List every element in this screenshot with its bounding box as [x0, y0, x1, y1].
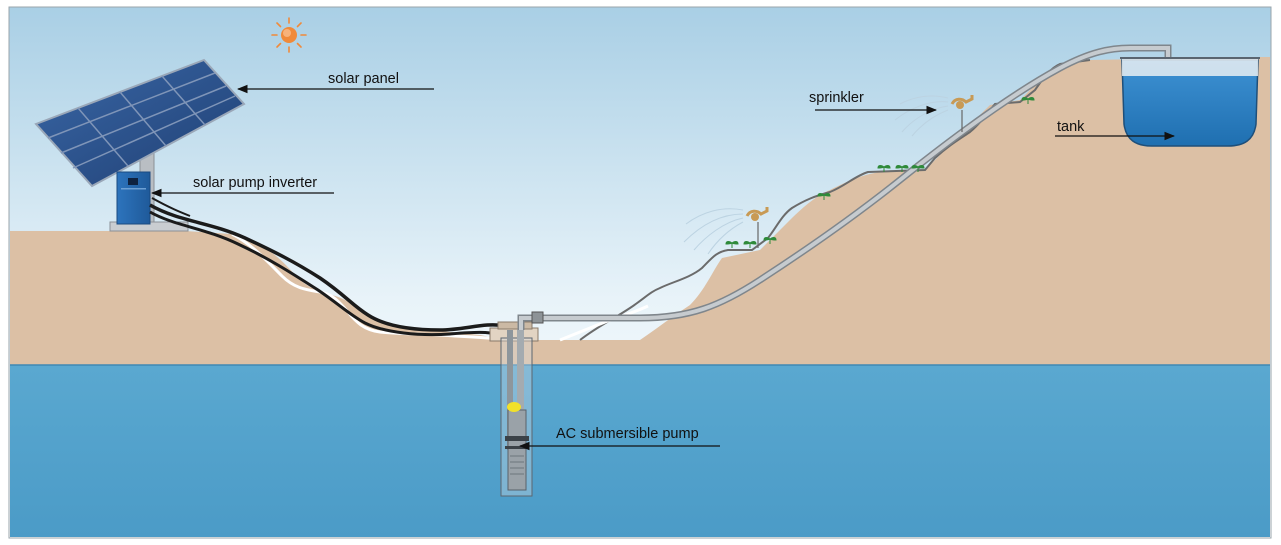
groundwater	[10, 365, 1270, 537]
solar-panel-label: solar panel	[328, 71, 399, 87]
inverter-icon	[116, 171, 151, 225]
solar-panel-icon	[34, 58, 246, 188]
leader-lines	[150, 84, 1176, 451]
seedling-icon	[725, 96, 1035, 248]
power-cable	[149, 203, 512, 341]
sprinkler-label: sprinkler	[809, 90, 864, 106]
sun-icon	[271, 17, 307, 53]
solar-pump-inverter-label: solar pump inverter	[193, 175, 318, 191]
ground-hill	[10, 57, 1270, 365]
tank-label: tank	[1057, 119, 1085, 135]
sprinkler-icon	[683, 207, 769, 255]
ac-submersible-pump-label: AC submersible pump	[556, 426, 699, 442]
submersible-pump-icon	[500, 330, 533, 497]
valley-edge-right	[559, 304, 649, 342]
water-tank-icon	[1120, 57, 1260, 147]
sprinkler-icon	[894, 95, 974, 137]
